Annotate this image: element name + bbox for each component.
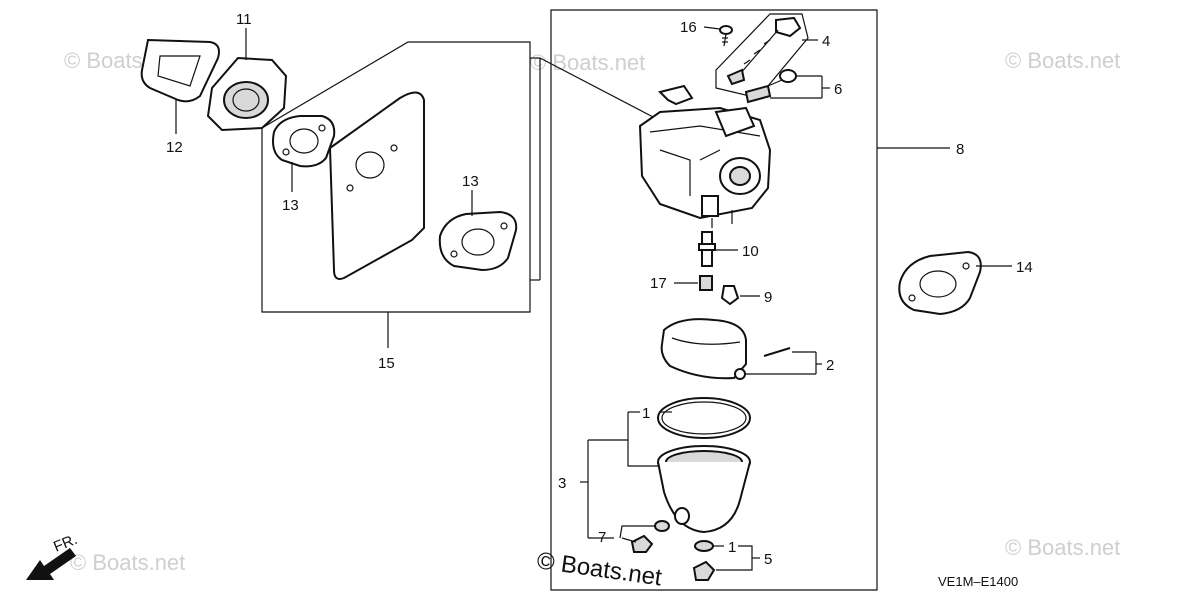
callout-11: 11 — [236, 11, 252, 28]
callout-2: 2 — [826, 357, 834, 374]
watermark-bottom-left: © Boats.net — [70, 550, 185, 575]
callout-13-left: 13 — [282, 197, 299, 214]
front-direction-arrow-icon — [26, 548, 76, 580]
leader-16 — [703, 26, 721, 30]
carburetor-assembly-frame — [550, 9, 878, 591]
callout-14: 14 — [1016, 259, 1033, 276]
callout-8: 8 — [956, 141, 964, 158]
float-pin-2 — [763, 347, 791, 357]
callout-9: 9 — [764, 289, 772, 306]
gasket-12 — [140, 38, 220, 103]
leader-7-b — [621, 537, 637, 543]
gasket-14 — [898, 250, 982, 316]
callout-10: 10 — [742, 243, 759, 260]
screw-16 — [719, 25, 733, 47]
main-jet-17 — [699, 275, 713, 291]
float-chamber-gasket-1 — [657, 397, 751, 439]
callout-13-right: 13 — [462, 173, 479, 190]
watermark-top-middle: © Boats.net — [530, 50, 645, 75]
float-chamber-3 — [657, 445, 751, 534]
callout-12: 12 — [166, 139, 183, 156]
main-nozzle-10 — [698, 231, 716, 267]
callout-15: 15 — [378, 355, 395, 372]
heat-shield-plate — [328, 91, 425, 280]
drain-bolt-5 — [692, 560, 716, 581]
watermark-top-right: © Boats.net — [1005, 48, 1120, 73]
callout-6: 6 — [834, 81, 842, 98]
pilot-screw-kit-frame — [715, 13, 809, 99]
diagram-code: VE1M–E1400 — [938, 574, 1018, 589]
leader-3-chamber — [627, 440, 660, 467]
gasket-13-right — [438, 210, 518, 272]
leader-3-upper-bracket — [588, 412, 629, 441]
pilot-screw-4 — [726, 16, 802, 86]
float-valve-9 — [720, 285, 740, 306]
drain-screw-7 — [630, 520, 670, 553]
callout-4: 4 — [822, 33, 830, 50]
watermark-main: © Boats.net — [535, 547, 664, 591]
leader-7 — [619, 525, 656, 539]
float-2 — [660, 318, 747, 380]
callout-7: 7 — [598, 529, 606, 546]
watermark-bottom-right: © Boats.net — [1005, 535, 1120, 560]
leader-15-to-carb — [539, 57, 656, 119]
gasket-13-left — [272, 115, 336, 168]
callout-17: 17 — [650, 275, 667, 292]
callout-1-lower: 1 — [728, 539, 736, 556]
callout-1-upper: 1 — [642, 405, 650, 422]
carburetor-body — [638, 84, 772, 228]
callout-3: 3 — [558, 475, 566, 492]
throttle-screw-6 — [744, 69, 797, 104]
washer-1-lower — [694, 540, 714, 552]
insulator-11 — [206, 56, 288, 132]
insulator-kit-frame — [261, 41, 531, 313]
callout-5: 5 — [764, 551, 772, 568]
callout-16: 16 — [680, 19, 697, 36]
